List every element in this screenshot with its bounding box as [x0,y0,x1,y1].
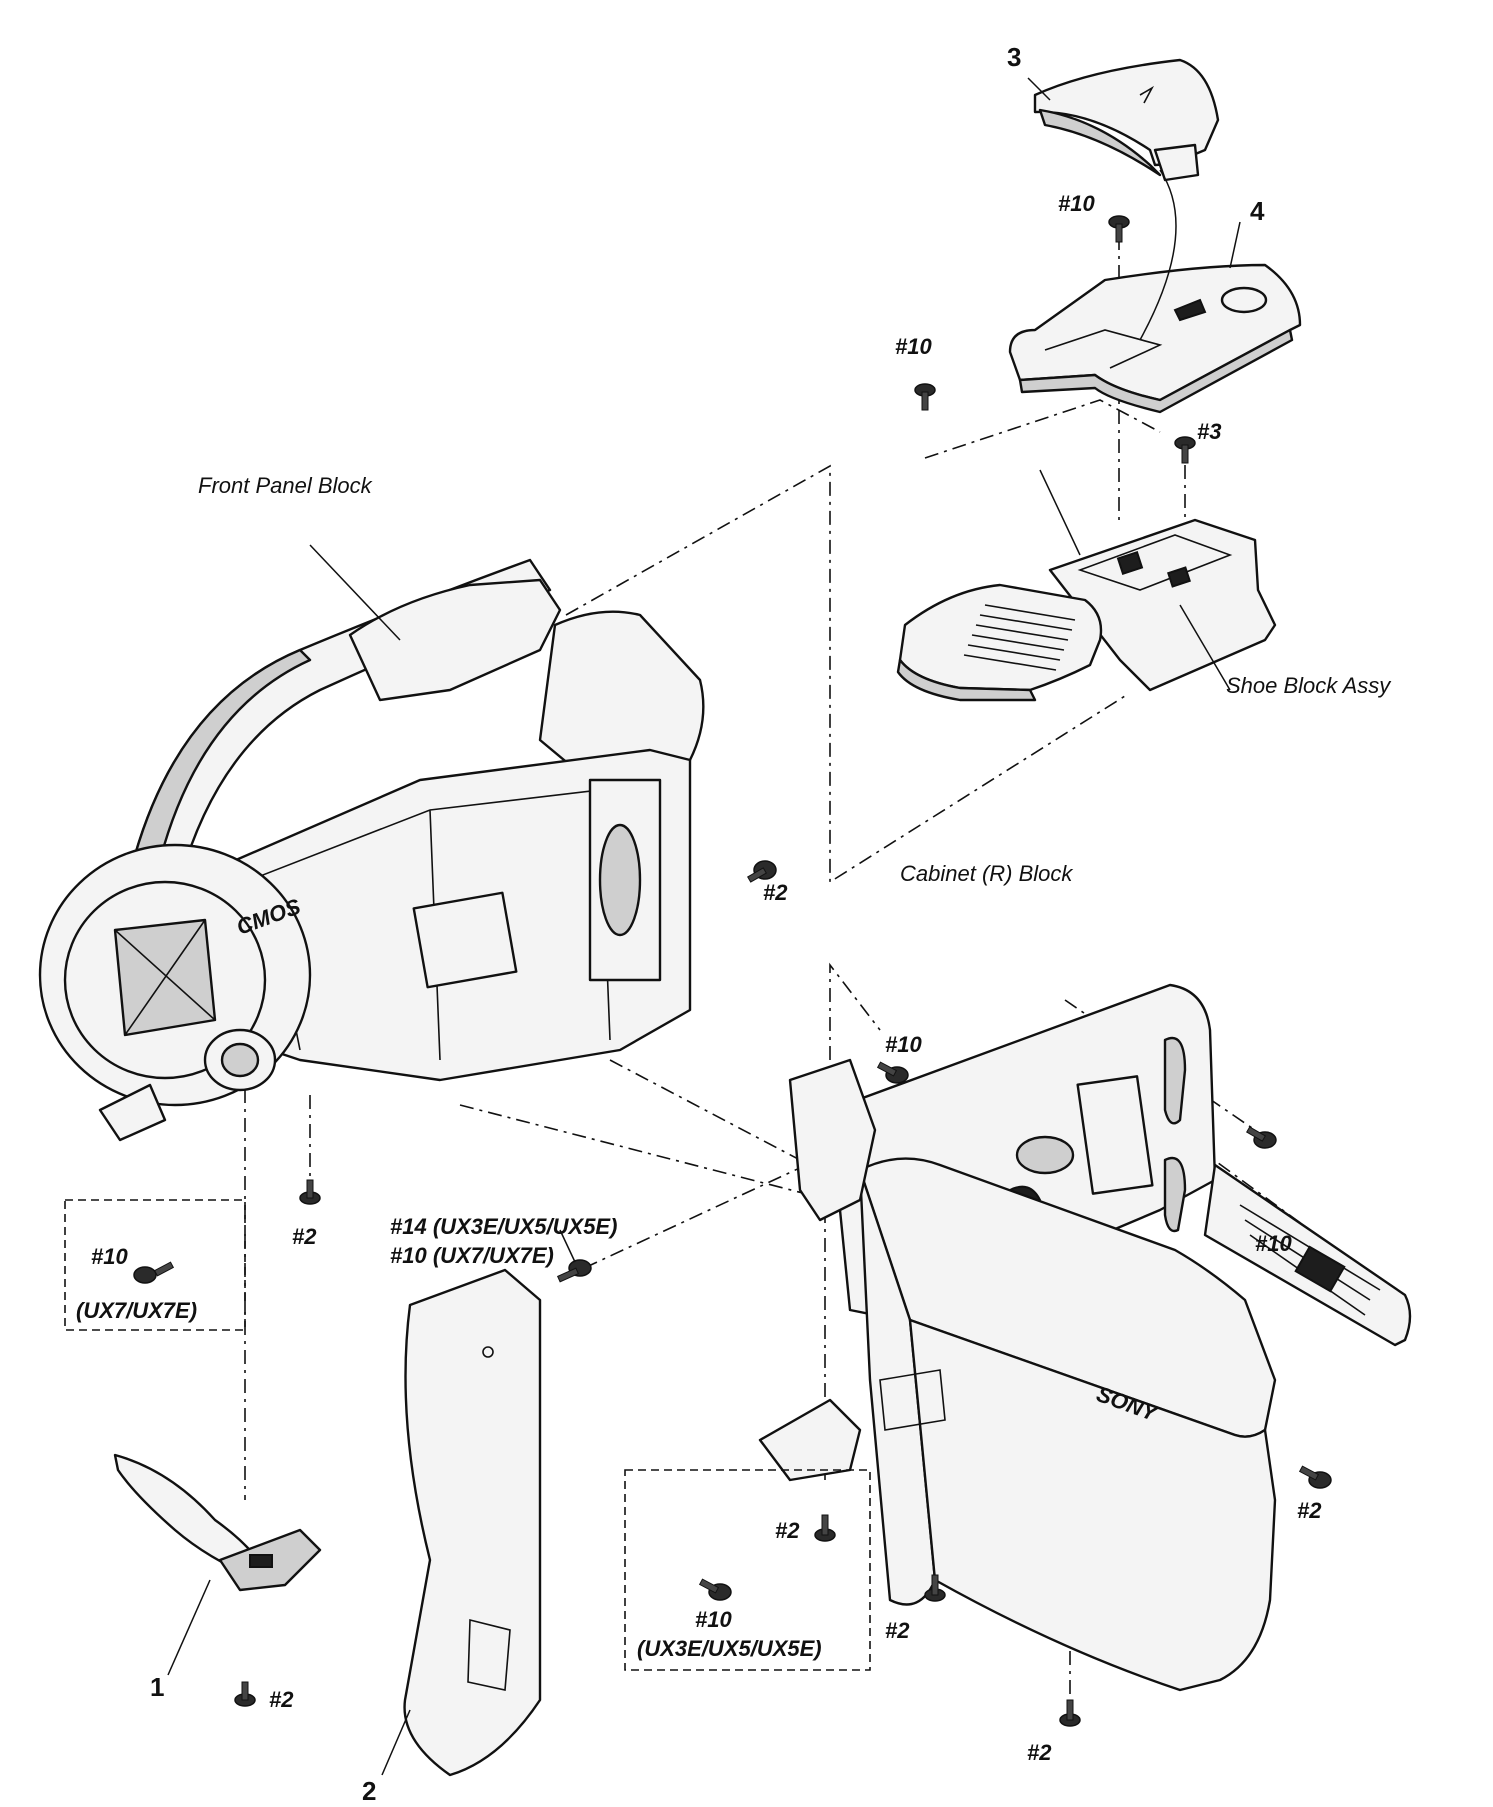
model-note-left-box: (UX7/UX7E) [76,1298,197,1323]
top-cap-edge [1038,108,1162,177]
screw-icon [299,1179,321,1205]
jack-panel [1203,1163,1412,1347]
shoe-block-plate [1048,518,1277,692]
screw-icon [133,1261,175,1284]
screw-label-under-lens: #2 [292,1224,317,1249]
screw-label-right-lower: #2 [1297,1498,1322,1523]
shoe-cover-edge [1018,328,1294,414]
screws [133,215,1332,1727]
chassis-board [412,891,518,989]
screw-label-shoe: #3 [1197,419,1221,444]
leader-part-1 [167,1579,211,1676]
front-panel-block: CMOS [38,558,705,1142]
screw-icon [814,1514,836,1542]
cabinet-eyecup [1015,1135,1075,1175]
side-panel-body [403,1268,542,1777]
cabinet-hinge [788,1058,877,1222]
part-3-wire [1139,169,1177,341]
label-shoe-block-assy: Shoe Block Assy [1226,673,1392,698]
screw-icon [1246,1126,1277,1149]
screw-icon [747,860,777,883]
shoe-block-assy [896,518,1277,702]
cabinet-front-face [908,1318,1277,1692]
screw-label-bottom: #2 [1027,1740,1052,1765]
control-dial-center [220,1042,260,1078]
screw-label-mid-bottom: #2 [885,1618,910,1643]
leader-part-2-screw [559,1229,576,1263]
leader-part-2 [381,1709,411,1776]
screw-label-boxed-left: #10 [91,1244,128,1269]
top-cap-tab [1153,143,1200,182]
screw-label-left-top: #10 [895,334,932,359]
strap-slot [249,1554,273,1568]
handle-edge [133,648,312,862]
model-note-part2-line2: #10 (UX7/UX7E) [390,1243,554,1268]
model-note-bottom-box: (UX3E/UX5/UX5E) [637,1636,822,1661]
alignment-line-front-to-shoe [565,464,1126,884]
part-number-2: 2 [362,1776,376,1806]
jack-port [1294,1245,1346,1293]
part-3-top-cap [1033,58,1220,182]
shoe-cover-slot [1173,298,1207,322]
shoe-cover-hole [1220,286,1268,314]
screw-label-top: #10 [1058,191,1095,216]
screw-label-bottom-part1: #2 [269,1687,294,1712]
screw-icon [914,383,936,411]
leader-cabinet [1039,469,1081,556]
model-box-bottom [624,1469,871,1671]
side-panel-slot [467,1618,511,1691]
alignment-line-screw10-to-top [924,399,1161,459]
screw-icon [234,1681,256,1707]
cabinet-window [1076,1075,1154,1195]
leader-part-4 [1229,221,1241,269]
screw-label-boxed-bottom: #10 [695,1607,732,1632]
top-housing [348,578,562,702]
cabinet-hinge-plate [879,1369,946,1431]
screw-label-cabinet: #10 [885,1032,922,1057]
side-panel-hole [482,1346,494,1358]
leader-front-panel [309,544,401,641]
screw-label-center: #2 [775,1518,800,1543]
screw-icon [1059,1699,1081,1727]
shoe-block-rail [1077,534,1233,591]
shoe-contact-1 [1116,551,1144,575]
screw-icon [1108,215,1130,243]
mic-grille [963,604,1076,671]
shoe-contact-2 [1167,566,1191,588]
cabinet-grip-slot-1 [1163,1036,1187,1125]
leader-lines [167,77,1241,1776]
part-2-side-panel [403,1268,542,1777]
cabinet-r-block: SONY [758,983,1277,1692]
leader-shoe-block [1179,604,1231,691]
screw-icon [1298,1465,1332,1489]
model-note-part2-line1: #14 (UX3E/UX5/UX5E) [390,1214,617,1239]
part-1-strap [113,1453,322,1592]
cabinet-lower-bracket [758,1398,862,1482]
lens-tab [98,1083,167,1142]
part-4-shoe-cover [1008,169,1302,414]
screw-label-right: #10 [1255,1231,1292,1256]
label-front-panel-block: Front Panel Block [198,473,373,498]
screw-icon [698,1578,732,1601]
side-board-window [598,823,642,937]
screw-icon [924,1574,946,1602]
screw-icon [876,1061,909,1084]
shoe-block-mic [898,583,1103,692]
part-number-1: 1 [150,1672,164,1702]
shoe-cover-recess [1044,329,1163,369]
mic-edge [896,658,1037,702]
screw-icon [1174,436,1196,464]
viewfinder-block [538,610,705,792]
cabinet-grip-slot-2 [1163,1156,1187,1233]
leader-part-3 [1027,77,1051,101]
part-number-3: 3 [1007,42,1021,72]
top-cap-mark [1139,85,1155,104]
screw-icon [556,1259,592,1283]
part-number-4: 4 [1250,196,1265,226]
lens-glass-reflection [114,919,216,1036]
label-cabinet-r-block: Cabinet (R) Block [900,861,1073,886]
top-cap-body [1033,58,1220,167]
screw-label-right-body: #2 [763,880,788,905]
